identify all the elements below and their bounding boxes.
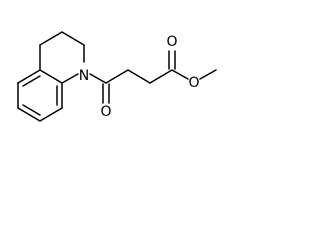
- benzene-ring: [17, 69, 63, 122]
- bond: [61, 73, 79, 84]
- piperidine-ring: [39, 31, 85, 84]
- bond: [39, 107, 63, 122]
- bond: [61, 31, 85, 46]
- nitrogen-atom-label: N: [79, 68, 89, 84]
- ester-carbonyl-oxygen-label: O: [166, 34, 177, 50]
- bond: [39, 69, 63, 84]
- bond: [199, 69, 217, 80]
- bond: [127, 69, 151, 84]
- bond: [89, 73, 107, 84]
- bond: [17, 107, 41, 122]
- bond: [149, 69, 173, 84]
- structure-canvas: N O O O: [17, 31, 217, 122]
- double-bond-inner: [22, 75, 41, 87]
- ketone-oxygen-label: O: [100, 104, 111, 120]
- bond: [39, 31, 63, 46]
- bond: [105, 69, 129, 84]
- side-chain: [89, 50, 217, 104]
- double-bond-inner: [22, 104, 41, 116]
- chemical-structure-diagram: N O O O: [17, 31, 217, 122]
- ester-ether-oxygen-label: O: [188, 75, 199, 91]
- bond: [171, 69, 189, 80]
- bond: [17, 69, 41, 84]
